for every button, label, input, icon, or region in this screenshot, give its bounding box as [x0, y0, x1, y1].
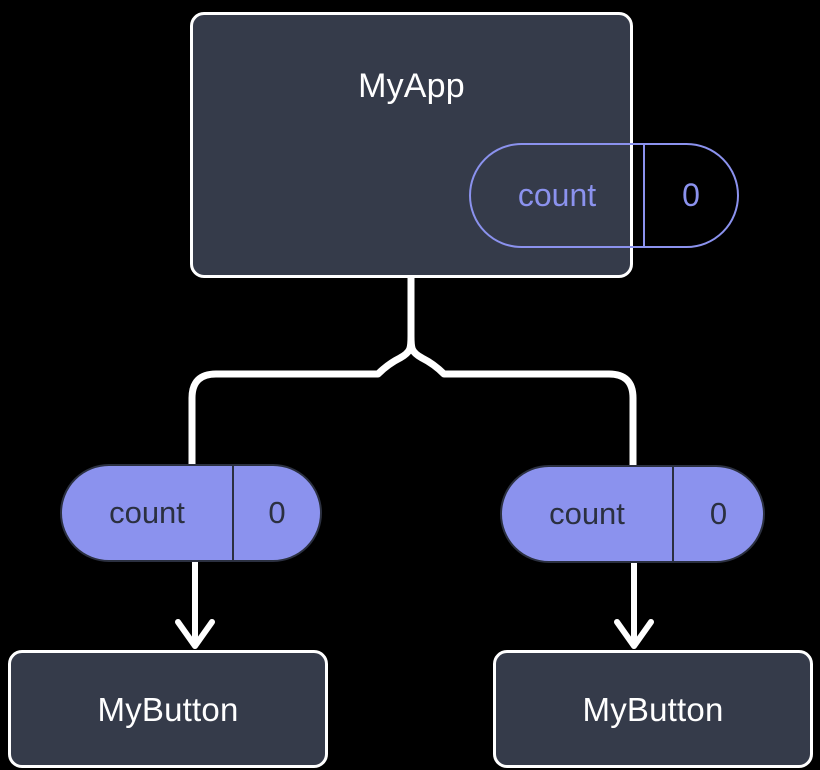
node-myapp-label: MyApp — [358, 67, 465, 105]
state-pill-myapp-value: 0 — [682, 177, 700, 213]
fork-connector — [188, 274, 415, 470]
prop-pill-left-key: count — [62, 466, 234, 560]
node-mybutton-right[interactable]: MyButton — [493, 650, 813, 768]
state-pill-myapp-key: count — [471, 145, 645, 246]
arrow-right-head-icon — [614, 619, 654, 649]
state-pill-myapp[interactable]: count 0 — [469, 143, 739, 248]
prop-pill-right-value: 0 — [709, 496, 728, 531]
prop-pill-right[interactable]: count 0 — [500, 465, 765, 563]
prop-pill-left-value: 0 — [268, 495, 286, 530]
node-mybutton-left[interactable]: MyButton — [8, 650, 328, 768]
node-myapp[interactable]: MyApp count 0 — [190, 12, 739, 278]
node-mybutton-left-label: MyButton — [97, 690, 239, 728]
prop-pill-left[interactable]: count 0 — [60, 464, 322, 562]
prop-pill-right-key: count — [502, 467, 674, 561]
fork-connector-right — [407, 332, 637, 470]
node-mybutton-right-label: MyButton — [582, 690, 724, 728]
arrow-left-head-icon — [175, 619, 215, 649]
